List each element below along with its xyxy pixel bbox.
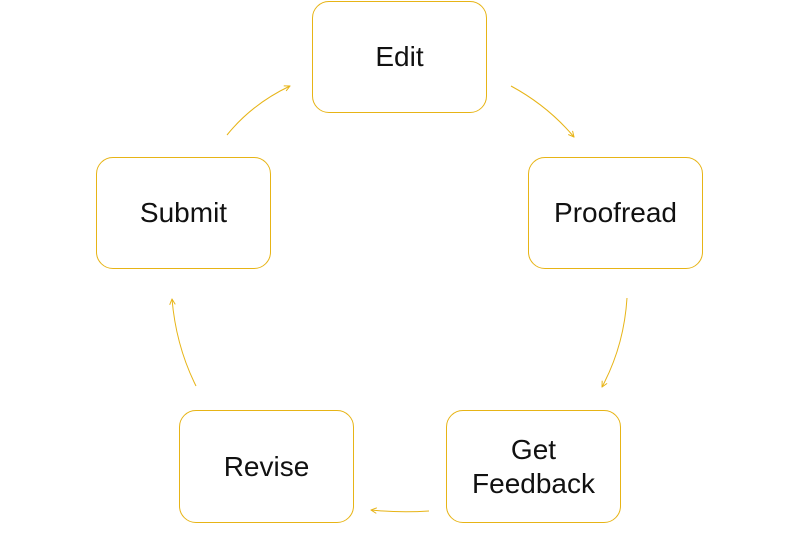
step-revise: Revise bbox=[179, 410, 354, 523]
step-edit: Edit bbox=[312, 1, 487, 113]
arrow-feedback-to-revise bbox=[371, 510, 430, 512]
step-submit: Submit bbox=[96, 157, 271, 269]
step-get-feedback: Get Feedback bbox=[446, 410, 621, 523]
step-proofread: Proofread bbox=[528, 157, 703, 269]
arrow-proofread-to-feedback bbox=[602, 297, 628, 387]
arrow-edit-to-proofread bbox=[510, 85, 574, 137]
arrow-submit-to-edit bbox=[226, 86, 290, 136]
arrow-revise-to-submit bbox=[172, 299, 197, 387]
